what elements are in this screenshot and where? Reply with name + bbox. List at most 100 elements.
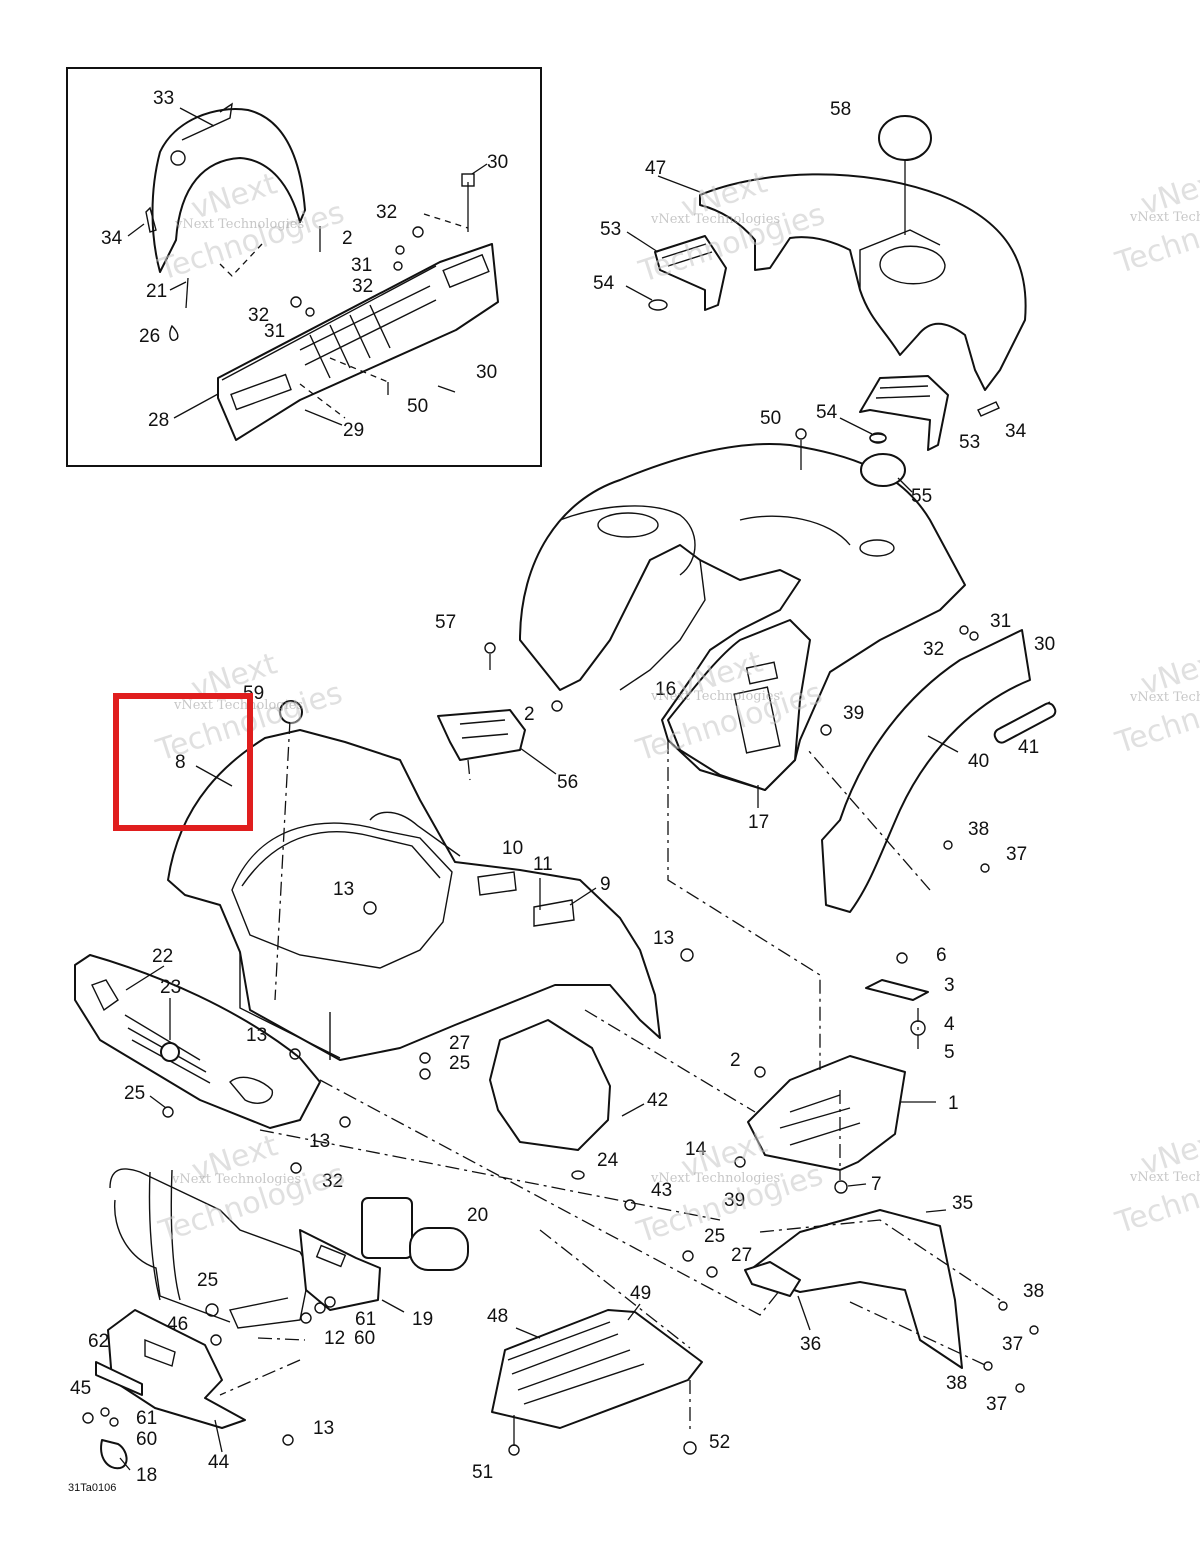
label-34: 34 [1005, 421, 1027, 442]
part-8-front-fender[interactable] [167, 729, 661, 1061]
label-62: 62 [88, 1331, 109, 1352]
label-27: 27 [731, 1245, 752, 1266]
label-19: 19 [412, 1309, 433, 1330]
label-55: 55 [911, 486, 932, 507]
part-bumper-guard[interactable] [109, 1168, 311, 1329]
label-18: 18 [136, 1465, 157, 1486]
label-50: 50 [407, 396, 428, 417]
label-50: 50 [760, 408, 781, 429]
label-25: 25 [449, 1053, 470, 1074]
label-47: 47 [645, 158, 666, 179]
label-32: 32 [352, 276, 373, 297]
part-35-fender[interactable] [749, 1209, 963, 1369]
part-28-front-bumper-inset[interactable] [217, 243, 499, 441]
watermark-small: vNext Technologies [1129, 210, 1200, 225]
label-43: 43 [651, 1180, 672, 1201]
label-5: 5 [944, 1042, 955, 1063]
label-58: 58 [830, 99, 851, 120]
label-25: 25 [197, 1270, 218, 1291]
part-47-rear-cover[interactable] [699, 173, 1027, 391]
label-30: 30 [1034, 634, 1055, 655]
label-52: 52 [709, 1432, 730, 1453]
label-20: 20 [467, 1205, 488, 1226]
label-4: 4 [944, 1014, 955, 1035]
part-1-footrest[interactable] [747, 1055, 906, 1171]
leader-lines [119, 107, 959, 1471]
part-18-hook[interactable] [100, 1439, 128, 1470]
label-60: 60 [354, 1328, 375, 1349]
label-29: 29 [343, 420, 364, 441]
part-53-rear-light-left[interactable] [654, 235, 727, 311]
drawing-code: 31Ta0106 [68, 1482, 117, 1494]
callout-labels: 33 30 32 2 34 31 32 21 26 32 31 30 50 28… [70, 88, 1055, 1486]
part-19-winch-bracket[interactable] [299, 1229, 381, 1311]
part-17-rear-fender-panel[interactable] [667, 619, 811, 791]
part-56-bracket[interactable] [437, 709, 526, 761]
label-27: 27 [449, 1033, 470, 1054]
part-36-mud-flap[interactable] [744, 1261, 801, 1297]
part-58-cap[interactable] [878, 115, 932, 161]
part-62-plate[interactable] [95, 1361, 143, 1396]
label-46: 46 [167, 1314, 188, 1335]
label-51: 51 [472, 1462, 493, 1483]
hardware-items [82, 428, 1039, 1456]
part-3-bracket[interactable] [865, 979, 929, 1001]
part-40-rear-fender-extension[interactable] [821, 629, 1031, 913]
label-54: 54 [593, 273, 615, 294]
label-33: 33 [153, 88, 174, 109]
label-41: 41 [1018, 737, 1039, 758]
part-48-skid-plate[interactable] [491, 1309, 703, 1429]
watermark-small: vNext Technologies [650, 689, 780, 704]
label-57: 57 [435, 612, 456, 633]
label-13: 13 [333, 879, 354, 900]
label-61: 61 [355, 1309, 376, 1330]
watermark-small: vNext Technologies [173, 698, 303, 713]
watermark-small: vNext Technologies [650, 212, 780, 227]
label-54: 54 [816, 402, 838, 423]
part-42-splash-guard[interactable] [489, 1019, 611, 1151]
label-12: 12 [324, 1328, 345, 1349]
assembly-lines [219, 719, 1001, 1430]
label-37: 37 [1006, 844, 1027, 865]
label-32: 32 [248, 305, 269, 326]
part-41-reflector[interactable] [993, 701, 1058, 744]
label-39: 39 [843, 703, 864, 724]
watermark-small: vNext Technologies [171, 1172, 301, 1187]
label-31: 31 [990, 611, 1011, 632]
label-17: 17 [748, 812, 769, 833]
label-36: 36 [800, 1334, 821, 1355]
label-53: 53 [600, 219, 621, 240]
part-53-rear-light-right[interactable] [859, 375, 949, 451]
label-1: 1 [948, 1093, 959, 1114]
part-rear-fender-body[interactable] [519, 443, 966, 791]
label-23: 23 [160, 977, 181, 998]
label-11: 11 [533, 854, 553, 875]
part-20-winch[interactable] [361, 1197, 469, 1271]
watermark-small: vNext Technologies [174, 217, 304, 232]
watermark-small: vNext Technologies [1129, 1170, 1200, 1185]
part-33-front-fascia-inset[interactable] [151, 102, 306, 273]
label-13: 13 [653, 928, 674, 949]
label-13: 13 [313, 1418, 334, 1439]
label-30: 30 [487, 152, 508, 173]
watermark-small: vNext Technologies [650, 1171, 780, 1186]
label-32: 32 [923, 639, 944, 660]
label-13: 13 [309, 1131, 330, 1152]
label-60: 60 [136, 1429, 157, 1450]
label-26: 26 [139, 326, 160, 347]
label-14: 14 [685, 1139, 707, 1160]
part-44-skid-plate-front[interactable] [107, 1309, 246, 1429]
highlight-box [113, 693, 253, 831]
label-56: 56 [557, 772, 578, 793]
inset-fasteners [145, 173, 475, 419]
label-2: 2 [524, 704, 535, 725]
label-2: 2 [342, 228, 353, 249]
watermark-small: vNext Technologies [1129, 690, 1200, 705]
label-37: 37 [1002, 1334, 1023, 1355]
label-31: 31 [351, 255, 372, 276]
label-61: 61 [136, 1408, 157, 1429]
part-22-front-bumper[interactable] [74, 954, 321, 1129]
label-30: 30 [476, 362, 497, 383]
label-13: 13 [246, 1025, 267, 1046]
